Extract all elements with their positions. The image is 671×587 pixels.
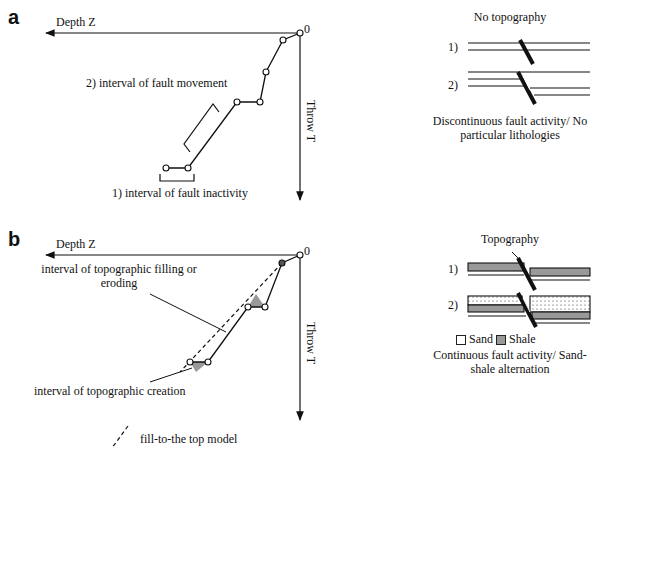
legend-text: fill-to-the top model (140, 432, 237, 446)
legend-text: Shale (509, 332, 536, 346)
axis-label: Throw T (304, 100, 318, 142)
sketch-topography (468, 252, 590, 327)
interval-label: 1) interval of fault inactivity (112, 186, 248, 200)
legend-line-sample (110, 424, 130, 450)
axis-label: Throw T (304, 322, 318, 364)
panel-letter: a (8, 6, 19, 28)
step-number: 1) (448, 262, 458, 276)
axis-label: Depth Z (56, 237, 96, 251)
throw-curve-b (180, 252, 303, 372)
interval-brackets-a (160, 104, 219, 181)
panel-heading: No topography (450, 10, 570, 24)
axis-origin: 0 (304, 22, 310, 36)
interval-label: 2) interval of fault movement (86, 76, 227, 90)
panel-note: Continuous fault activity/ Sand-shale al… (430, 348, 590, 376)
sketch-no-topography (468, 40, 590, 104)
axis-label: Depth Z (56, 15, 96, 29)
throw-curve-a (163, 30, 303, 171)
legend-swatch (496, 335, 506, 345)
axis-origin: 0 (304, 244, 310, 258)
leader-lines-b (150, 294, 226, 382)
step-number: 2) (448, 298, 458, 312)
legend-swatch (456, 335, 466, 345)
axes-a (46, 33, 300, 200)
panel-heading: Topography (450, 232, 570, 246)
panel-note: Discontinuous fault activity/ No particu… (430, 114, 590, 142)
interval-label: interval of topographic creation (34, 384, 186, 398)
legend-text: Sand (469, 332, 493, 346)
step-number: 2) (448, 78, 458, 92)
step-number: 1) (448, 40, 458, 54)
panel-letter: b (8, 228, 20, 250)
interval-label: interval of topographic filling or erodi… (40, 262, 198, 290)
